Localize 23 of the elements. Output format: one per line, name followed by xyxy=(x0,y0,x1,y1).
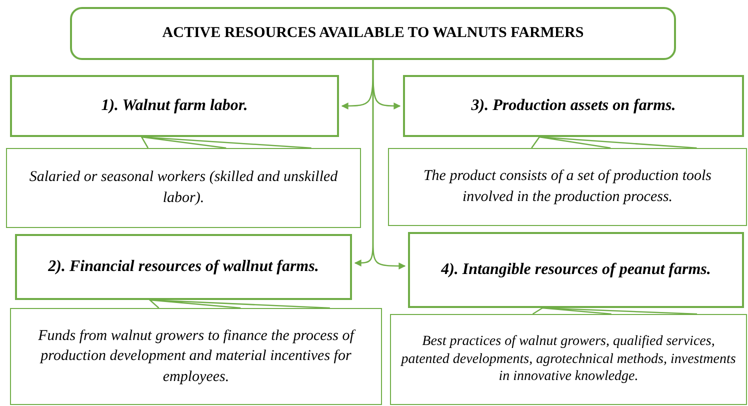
callout-tail xyxy=(530,136,698,149)
description-callout xyxy=(388,148,747,226)
description-text: The product consists of a set of production tools involved in the production process. xyxy=(422,167,713,207)
description-text: Best practices of walnut growers, qualified services, patented developments, agrotechnical methods, investments in innovative knowledge. xyxy=(400,333,737,386)
arrow xyxy=(372,60,406,270)
title-box xyxy=(70,7,676,60)
description-callout xyxy=(10,308,382,405)
heading-text: 4). Intangible resources of peanut farms. xyxy=(441,260,711,280)
category-box xyxy=(403,75,744,137)
description-text: Salaried or seasonal workers (skilled and unskilled labor). xyxy=(28,168,339,208)
callout-tail xyxy=(148,299,331,309)
category-box xyxy=(10,75,339,137)
description-callout xyxy=(6,148,361,228)
description-text: Funds from walnut growers to finance the process of production development and material incentives for employees. xyxy=(37,326,357,387)
category-box xyxy=(15,234,352,300)
heading-text: 1). Walnut farm labor. xyxy=(101,96,248,116)
description-callout xyxy=(390,314,747,405)
callout-tail xyxy=(140,136,312,149)
heading-text: 3). Production assets on farms. xyxy=(471,96,676,116)
heading-text: 2). Financial resources of wallnut farms. xyxy=(48,257,319,277)
category-box xyxy=(408,232,744,308)
callout-tail xyxy=(532,307,698,315)
heading-text: ACTIVE RESOURCES AVAILABLE TO WALNUTS FARMERS xyxy=(162,24,584,44)
